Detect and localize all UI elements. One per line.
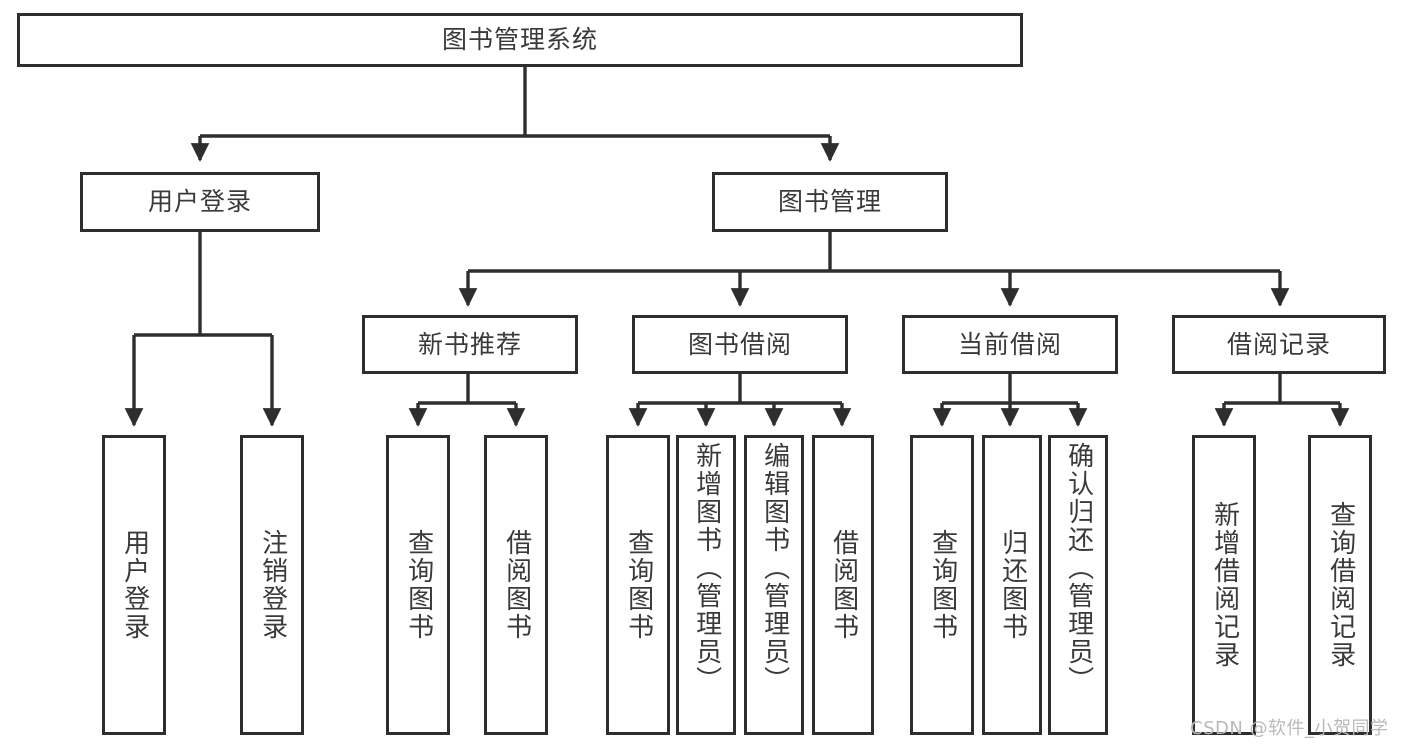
node-book-management[interactable]: 图书管理 xyxy=(712,172,948,232)
leaf-edit-book-admin[interactable]: 编辑图书（管理员） xyxy=(744,435,804,735)
leaf-label: 用户登录 xyxy=(119,529,150,641)
node-label: 图书借阅 xyxy=(687,329,792,359)
leaf-label: 新增图书（管理员） xyxy=(691,442,722,694)
node-label: 新书推荐 xyxy=(417,329,522,359)
leaf-borrow-book-2[interactable]: 借阅图书 xyxy=(812,435,874,735)
node-book-borrow[interactable]: 图书借阅 xyxy=(632,315,848,374)
leaf-borrow-book-1[interactable]: 借阅图书 xyxy=(484,435,548,735)
leaf-label: 借阅图书 xyxy=(828,529,859,641)
leaf-return-book[interactable]: 归还图书 xyxy=(982,435,1042,735)
node-new-book-recommend[interactable]: 新书推荐 xyxy=(362,315,578,374)
node-user-login[interactable]: 用户登录 xyxy=(80,172,320,232)
leaf-label: 编辑图书（管理员） xyxy=(759,442,790,694)
leaf-label: 确认归还（管理员） xyxy=(1063,442,1094,694)
node-root-system[interactable]: 图书管理系统 xyxy=(17,13,1023,67)
leaf-user-login[interactable]: 用户登录 xyxy=(102,435,166,735)
leaf-add-borrow-record[interactable]: 新增借阅记录 xyxy=(1192,435,1256,735)
node-label: 借阅记录 xyxy=(1226,329,1331,359)
csdn-watermark: CSDN @软件_小贺同学 xyxy=(1190,718,1389,739)
leaf-label: 查询图书 xyxy=(403,529,434,641)
node-label: 当前借阅 xyxy=(957,329,1062,359)
leaf-label: 查询图书 xyxy=(623,529,654,641)
leaf-label: 注销登录 xyxy=(257,529,288,641)
leaf-label: 查询图书 xyxy=(927,529,958,641)
leaf-label: 查询借阅记录 xyxy=(1325,501,1356,669)
node-label: 图书管理系统 xyxy=(441,25,598,55)
leaf-label: 归还图书 xyxy=(997,529,1028,641)
leaf-label: 新增借阅记录 xyxy=(1209,501,1240,669)
leaf-query-book-2[interactable]: 查询图书 xyxy=(606,435,670,735)
leaf-query-book-3[interactable]: 查询图书 xyxy=(910,435,974,735)
leaf-logout-login[interactable]: 注销登录 xyxy=(240,435,304,735)
leaf-add-book-admin[interactable]: 新增图书（管理员） xyxy=(676,435,736,735)
node-current-borrow[interactable]: 当前借阅 xyxy=(902,315,1118,374)
leaf-query-borrow-record[interactable]: 查询借阅记录 xyxy=(1308,435,1372,735)
node-borrow-record[interactable]: 借阅记录 xyxy=(1172,315,1386,374)
leaf-query-book-1[interactable]: 查询图书 xyxy=(386,435,450,735)
leaf-confirm-return-admin[interactable]: 确认归还（管理员） xyxy=(1048,435,1108,735)
leaf-label: 借阅图书 xyxy=(501,529,532,641)
node-label: 用户登录 xyxy=(147,187,252,217)
node-label: 图书管理 xyxy=(777,187,882,217)
